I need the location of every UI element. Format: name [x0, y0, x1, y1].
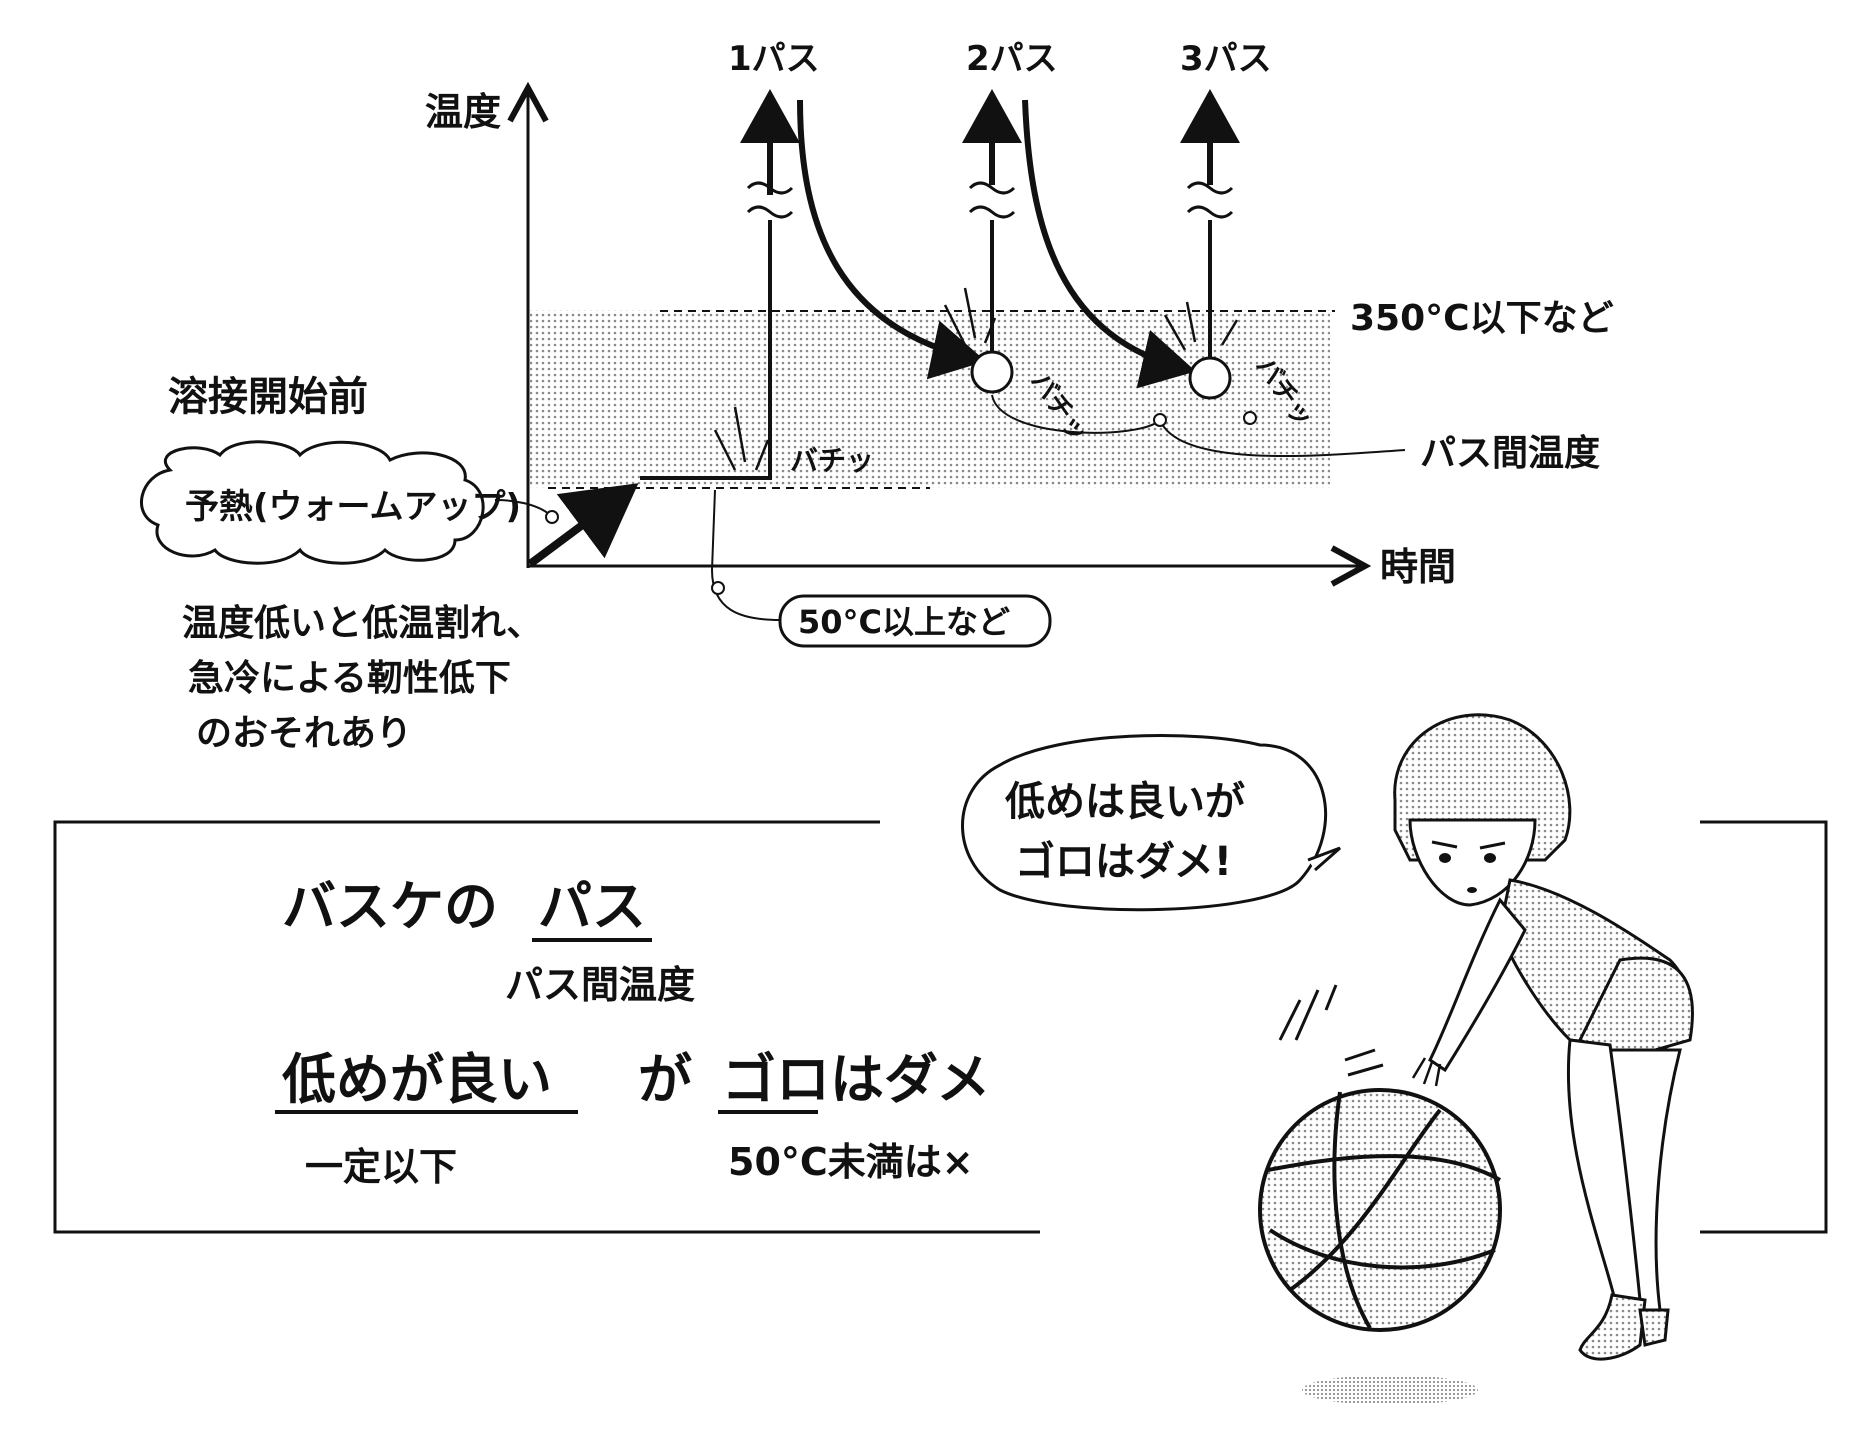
preheat-ramp: [527, 483, 639, 568]
pass-3-label: 3パス: [1180, 39, 1272, 79]
spark-sfx-1: バチッ: [790, 444, 874, 477]
pass-2: 2パス: [962, 39, 1058, 355]
temperature-diagram: 温度 時間 1パス 2パス 3パス: [140, 39, 1614, 754]
pass-3: 3パス: [1180, 39, 1272, 360]
pass-1-label: 1パス: [728, 39, 820, 79]
lower-limit-label: 50°C以上など: [798, 603, 1010, 641]
shoe-front: [1578, 1293, 1647, 1361]
speech-bubble: 低めは良いが ゴロはダメ!: [961, 733, 1341, 912]
pass-1: 1パス: [728, 39, 820, 219]
speech-line-1: 低めは良いが: [1005, 779, 1245, 825]
basketball-player-illustration: [1258, 713, 1694, 1405]
speech-line-2: ゴロはダメ!: [1015, 839, 1232, 885]
pass-2-label: 2パス: [966, 39, 1058, 79]
warning-line-1: 温度低いと低温割れ、: [182, 603, 542, 644]
preheat-cloud: [140, 440, 485, 565]
interpass-label: パス間温度: [1420, 433, 1600, 474]
preheat-label: 予熱(ウォームアップ): [185, 487, 521, 527]
hand: [1411, 1057, 1442, 1087]
cooling-curve-1: [797, 99, 986, 380]
mnemonic-line2-a: 低めが良い: [282, 1048, 552, 1111]
arm: [1428, 897, 1527, 1073]
mnemonic-line2-mid: が: [638, 1048, 692, 1111]
mnemonic-line2-b-sub: 50°C未満は×: [728, 1140, 974, 1184]
weld-point-3: [1188, 356, 1232, 400]
lower-limit-leader: [710, 489, 781, 621]
panel-frame-right: [1700, 820, 1828, 1234]
basketball: [1258, 1088, 1502, 1332]
y-axis-label: 温度: [425, 90, 501, 134]
mnemonic-line1-prefix: バスケの: [282, 875, 498, 938]
face: [1408, 818, 1537, 907]
warning-line-3: のおそれあり: [196, 713, 412, 754]
before-welding-label: 溶接開始前: [168, 374, 368, 420]
cooling-curve-2: [1022, 99, 1196, 389]
speed-lines-icon: [1278, 984, 1384, 1077]
ball-shadow: [1302, 1375, 1478, 1405]
lower-limit-box: [778, 594, 1052, 648]
mnemonic-panel: バスケの パス パス間温度 低めが良い が ゴロはダメ 一定以下 50°C未満は…: [53, 820, 1828, 1234]
panel-frame: [53, 820, 1040, 1234]
warning-line-2: 急冷による靭性低下: [188, 658, 511, 699]
mnemonic-line2-a-sub: 一定以下: [305, 1145, 457, 1189]
mnemonic-line2-b: ゴロはダメ: [722, 1048, 990, 1111]
x-axis-label: 時間: [1380, 545, 1456, 589]
spark-burst-icon: [713, 287, 1239, 471]
mnemonic-line1-emph: パス: [538, 875, 646, 938]
shorts: [1577, 956, 1694, 1062]
mnemonic-line1-sub: パス間温度: [505, 963, 695, 1007]
shoe-back: [1638, 1308, 1670, 1347]
weld-point-2: [970, 350, 1014, 394]
upper-limit-label: 350°C以下など: [1350, 298, 1614, 339]
